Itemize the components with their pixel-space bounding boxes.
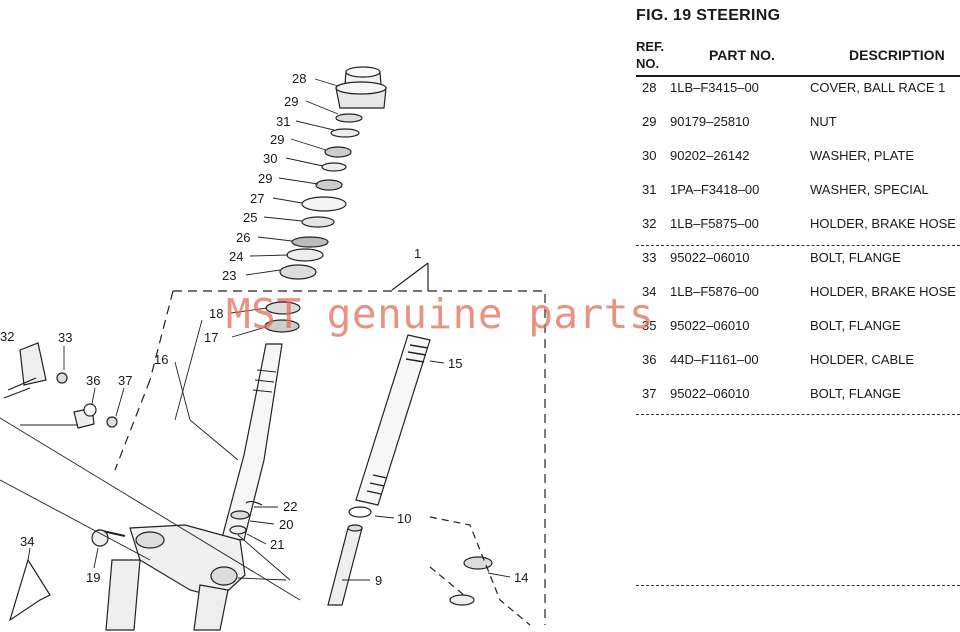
table-row: 34 1LB–F5876–00 HOLDER, BRAKE HOSE [0, 284, 960, 302]
ref-cell: 31 [642, 182, 657, 197]
ref-cell: 37 [642, 386, 657, 401]
header-part-no: PART NO. [709, 47, 775, 63]
brake-hose-holder-parts [3, 342, 126, 622]
table-row: 36 44D–F1161–00 HOLDER, CABLE [0, 352, 960, 370]
description-cell: HOLDER, BRAKE HOSE [810, 216, 956, 231]
description-cell: WASHER, SPECIAL [810, 182, 929, 197]
ref-cell: 32 [642, 216, 657, 231]
group-divider [636, 245, 960, 246]
callout-23: 23 [222, 268, 236, 283]
under-bracket [105, 524, 246, 631]
callout-31: 31 [276, 114, 290, 129]
description-cell: NUT [810, 114, 837, 129]
description-cell: HOLDER, BRAKE HOSE [810, 284, 956, 299]
part-no-cell: 1LB–F5876–00 [670, 284, 759, 299]
callout-32: 32 [0, 329, 14, 344]
description-cell: COVER, BALL RACE 1 [810, 80, 946, 95]
part-no-cell: 1LB–F5875–00 [670, 216, 759, 231]
long-leaders [0, 319, 511, 601]
watermark-text: MST genuine parts [226, 290, 655, 338]
callout-17: 17 [204, 330, 218, 345]
header-description: DESCRIPTION [849, 47, 945, 63]
callout-14: 14 [514, 570, 528, 585]
ref-cell: 33 [642, 250, 657, 265]
part-no-cell: 44D–F1161–00 [670, 352, 759, 367]
ball-race-cover [335, 66, 387, 109]
part-no-cell: 90202–26142 [670, 148, 750, 163]
ref-cell: 29 [642, 114, 657, 129]
callout-22: 22 [283, 499, 297, 514]
right-small-parts [229, 500, 531, 626]
description-cell: BOLT, FLANGE [810, 318, 901, 333]
part-no-cell: 1PA–F3418–00 [670, 182, 760, 197]
callout-18: 18 [209, 306, 223, 321]
header-ref-line1: REF. [636, 39, 665, 54]
table-row: 30 90202–26142 WASHER, PLATE [0, 148, 960, 166]
callout-29: 29 [284, 94, 298, 109]
callout-24: 24 [229, 249, 243, 264]
table-row: 31 1PA–F3418–00 WASHER, SPECIAL [0, 182, 960, 200]
part-no-cell: 95022–06010 [670, 250, 750, 265]
table-row: 29 90179–25810 NUT [0, 114, 960, 132]
part-no-cell: 90179–25810 [670, 114, 750, 129]
nut-stack [264, 113, 363, 333]
callout-25: 25 [243, 210, 257, 225]
table-row: 33 95022–06010 BOLT, FLANGE [0, 250, 960, 268]
ref-cell: 30 [642, 148, 657, 163]
callout-20: 20 [279, 517, 293, 532]
ref-cell: 34 [642, 284, 657, 299]
callout-15: 15 [448, 356, 462, 371]
steering-stem [221, 343, 283, 541]
part-no-cell: 1LB–F3415–00 [670, 80, 759, 95]
callout-19: 19 [86, 570, 100, 585]
ref-cell: 28 [642, 80, 657, 95]
table-row: 32 1LB–F5875–00 HOLDER, BRAKE HOSE [0, 216, 960, 234]
callout-10: 10 [397, 511, 411, 526]
callout-29: 29 [270, 132, 284, 147]
leader-1b [391, 262, 429, 291]
header-rule [636, 75, 960, 77]
table-row: 35 95022–06010 BOLT, FLANGE [0, 318, 960, 336]
description-cell: BOLT, FLANGE [810, 250, 901, 265]
callout-26: 26 [236, 230, 250, 245]
callout-34: 34 [20, 534, 34, 549]
callout-36: 36 [86, 373, 100, 388]
part-no-cell: 95022–06010 [670, 386, 750, 401]
callout-28: 28 [292, 71, 306, 86]
assembly-dashed-outline [114, 290, 546, 625]
figure-title: FIG. 19 STEERING [636, 7, 781, 24]
ref-cell: 35 [642, 318, 657, 333]
ref-cell: 36 [642, 352, 657, 367]
callout-33: 33 [58, 330, 72, 345]
header-ref-no: REF. NO. [636, 38, 676, 72]
callout-30: 30 [263, 151, 277, 166]
group-divider [636, 414, 960, 415]
description-cell: BOLT, FLANGE [810, 386, 901, 401]
callout-21: 21 [270, 537, 284, 552]
callout-29: 29 [258, 171, 272, 186]
fork-spring [327, 334, 431, 606]
description-cell: WASHER, PLATE [810, 148, 915, 163]
table-row: 28 1LB–F3415–00 COVER, BALL RACE 1 [0, 80, 960, 98]
description-cell: HOLDER, CABLE [810, 352, 915, 367]
stack-leaders [230, 78, 339, 338]
callout-1: 1 [414, 246, 421, 261]
callout-9: 9 [375, 573, 382, 588]
table-row: 37 95022–06010 BOLT, FLANGE [0, 386, 960, 404]
header-ref-line2: NO. [636, 56, 660, 71]
part-no-cell: 95022–06010 [670, 318, 750, 333]
secondary-dashed-outline [429, 566, 471, 601]
callout-16: 16 [154, 352, 168, 367]
callout-37: 37 [118, 373, 132, 388]
group-divider [636, 585, 960, 586]
callout-27: 27 [250, 191, 264, 206]
